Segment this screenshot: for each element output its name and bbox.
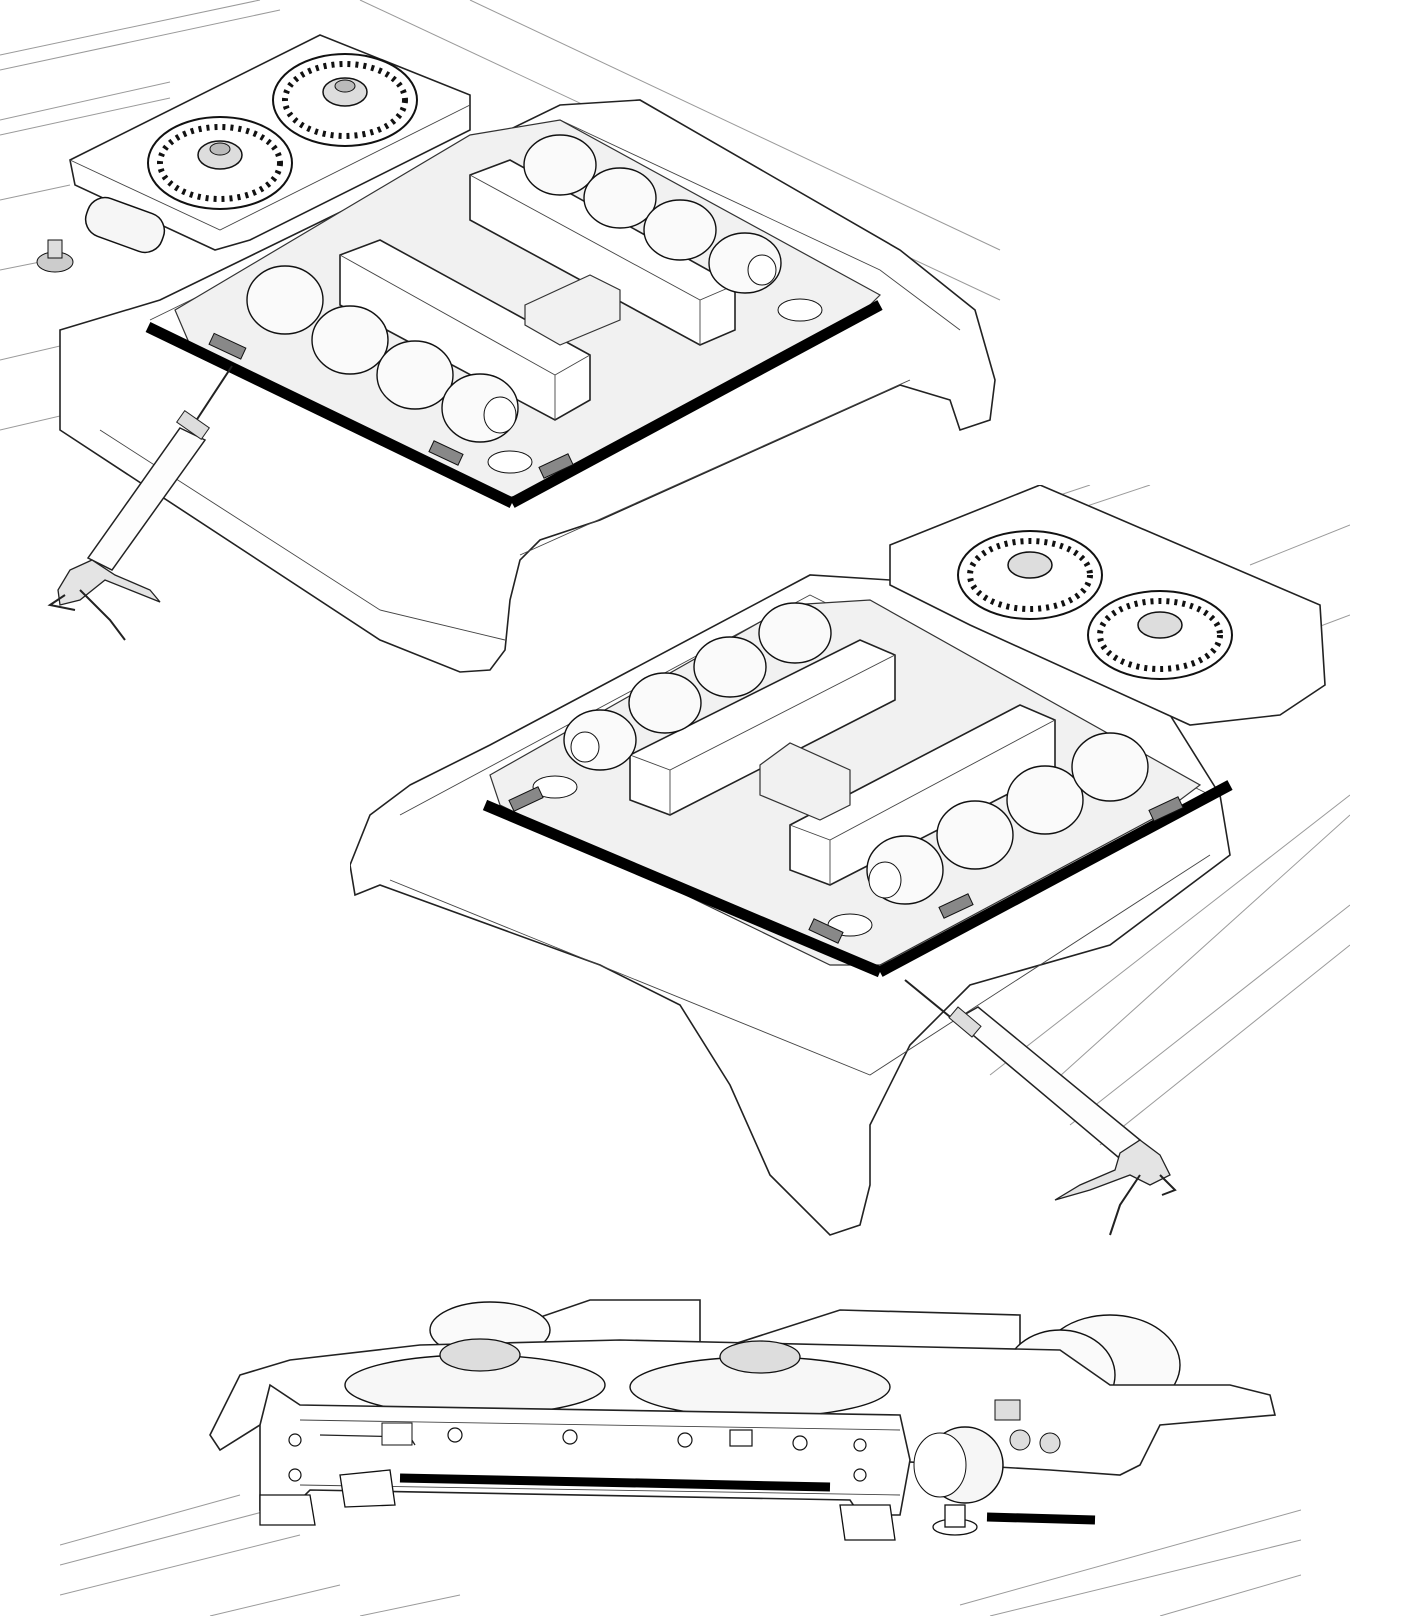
mount-clamps	[208, 332, 574, 479]
center-bracket-2	[759, 742, 851, 821]
receiver-drier	[84, 196, 166, 254]
sealant-bead-side-short	[986, 1512, 1096, 1525]
evaporator-coil-3	[629, 639, 896, 816]
service-fittings	[994, 1399, 1061, 1454]
junction-box	[381, 1422, 413, 1446]
unit-mirror-view-drawing	[350, 485, 1350, 1236]
sealant-bead-side	[509, 300, 883, 508]
unit-top-view-drawing	[0, 0, 1001, 673]
blower-row-left	[563, 602, 832, 771]
sealant-bead-front	[145, 322, 515, 508]
mounting-feet	[259, 1469, 978, 1541]
receiver-drier-side	[913, 1426, 1004, 1504]
sealant-gun-2	[904, 979, 1177, 1236]
service-valve	[36, 239, 74, 273]
evaporator-coil-2	[469, 159, 736, 346]
sealant-bead-side-long	[399, 1473, 831, 1492]
drain-hole-3	[532, 775, 578, 799]
view-middle-right	[350, 485, 1350, 1245]
unit-side-view-drawing	[60, 1299, 1301, 1616]
condenser-fan-2	[147, 116, 293, 210]
evaporator-coil-1	[339, 239, 591, 421]
condenser-fan-1	[272, 53, 418, 147]
sealant-bead-right	[877, 780, 1233, 977]
sealant-gun-1	[47, 365, 233, 641]
side-fan-dome-1	[344, 1338, 606, 1416]
side-fan-dome-2	[629, 1340, 891, 1418]
condenser-fan-4	[1087, 590, 1233, 680]
blower-row-front	[246, 265, 519, 443]
drain-hole-1	[487, 450, 533, 474]
drain-hole-2	[777, 298, 823, 322]
roof-rails-3	[60, 1494, 1301, 1616]
blower-row-back	[523, 134, 782, 294]
view-top-left	[0, 0, 1010, 700]
center-bracket	[524, 274, 621, 346]
view-bottom-side	[60, 1295, 1301, 1616]
mount-clamps-2	[508, 786, 1184, 944]
sealant-bead-left	[482, 799, 883, 978]
condenser-fan-3	[957, 530, 1103, 620]
blower-row-right	[866, 732, 1149, 905]
frame-bolts	[288, 1427, 867, 1482]
